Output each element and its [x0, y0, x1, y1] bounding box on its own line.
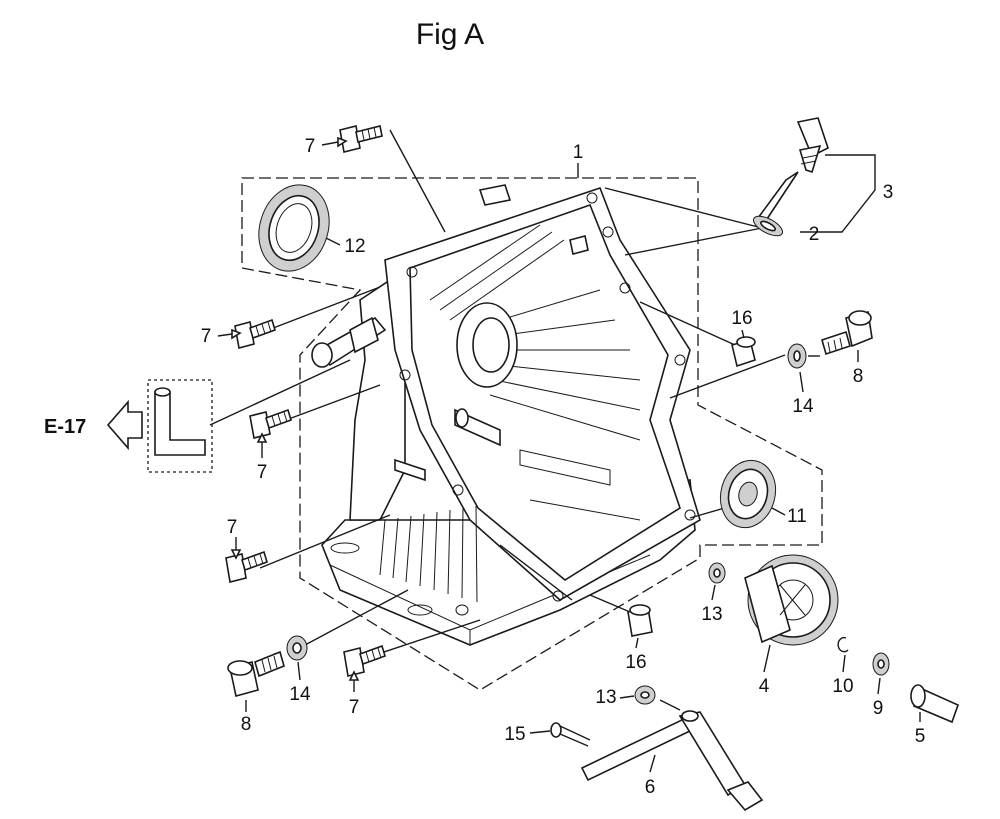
callout-8b: 8 — [241, 714, 252, 735]
callout-10: 10 — [832, 676, 853, 697]
callout-7c: 7 — [257, 462, 268, 483]
cotter-pin-part-15 — [550, 722, 591, 747]
bolt-part-7-mid-upper — [234, 318, 276, 349]
oil-filler-cap-part-3 — [756, 117, 829, 224]
callout-16b: 16 — [625, 652, 646, 673]
bolt-part-7-mid-lower — [249, 408, 292, 439]
callout-7d: 7 — [227, 517, 238, 538]
bolt-part-7-bottom — [343, 644, 386, 677]
oil-seal-part-12 — [258, 184, 330, 272]
callout-8a: 8 — [853, 366, 864, 387]
callout-12: 12 — [344, 236, 365, 257]
clip-part-10 — [837, 636, 849, 653]
washer-part-14-left — [286, 635, 308, 661]
callout-14a: 14 — [792, 396, 814, 417]
callout-14b: 14 — [289, 684, 311, 705]
breather-tube — [154, 387, 206, 456]
drain-plug-part-8-right — [821, 310, 873, 356]
callout-16a: 16 — [731, 308, 752, 329]
bolt-part-7-lower-left — [225, 550, 268, 583]
bolt-part-7-top — [339, 125, 383, 153]
governor-shaft-part-6 — [580, 710, 764, 812]
dowel-pin-part-16-upper — [731, 336, 756, 368]
reference-link-e17[interactable]: E-17 — [44, 416, 86, 438]
pin-part-5 — [910, 684, 959, 724]
callout-13b: 13 — [595, 687, 616, 708]
washer-part-9 — [872, 652, 890, 676]
callout-7e: 7 — [349, 697, 360, 718]
callout-2: 2 — [809, 224, 820, 245]
callout-arrows — [217, 136, 921, 773]
callout-9: 9 — [873, 698, 884, 719]
dowel-pin-part-16-lower — [627, 604, 653, 637]
callout-7b: 7 — [201, 326, 212, 347]
washer-part-13-right — [708, 562, 726, 584]
figure-title: Fig A — [416, 18, 484, 51]
callout-7a: 7 — [305, 136, 316, 157]
assembly-boundary — [241, 177, 823, 691]
callout-4: 4 — [759, 676, 770, 697]
callout-13a: 13 — [701, 604, 722, 625]
crankcase-part-1 — [311, 184, 701, 646]
callout-11: 11 — [787, 506, 807, 527]
callout-6: 6 — [645, 777, 656, 798]
callout-1: 1 — [573, 142, 584, 163]
washer-part-14-right — [787, 343, 807, 369]
callout-5: 5 — [915, 726, 926, 747]
governor-gear-part-4 — [744, 554, 839, 646]
o-ring-part-2 — [752, 215, 784, 237]
reference-arrow-icon — [106, 399, 143, 451]
callout-labels: 1 2 3 4 5 6 7 7 7 7 7 8 8 9 10 11 12 13 … — [201, 136, 926, 798]
drain-plug-part-8-left — [227, 650, 285, 697]
callout-15: 15 — [504, 724, 525, 745]
callout-3: 3 — [883, 182, 894, 203]
bearing-part-11 — [719, 459, 777, 529]
leader-lines — [209, 129, 876, 711]
washer-part-13-lower — [634, 685, 656, 705]
breather-tube-box — [147, 379, 213, 473]
